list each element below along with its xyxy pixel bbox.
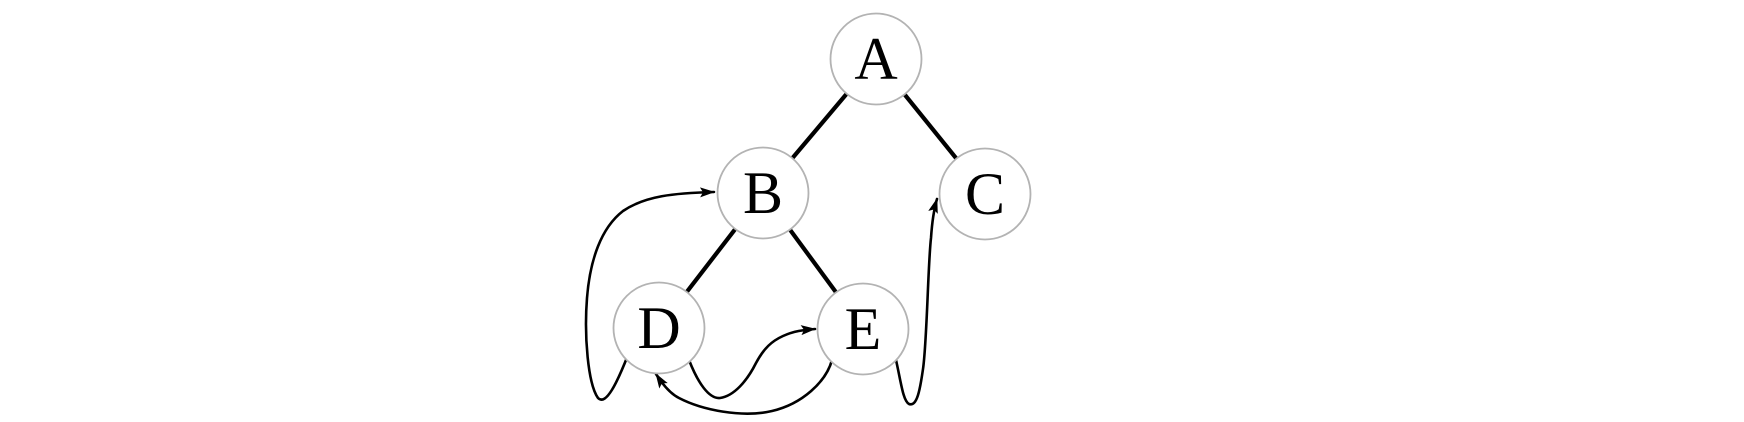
thread-arrow-D-E xyxy=(687,325,817,400)
node-C xyxy=(938,147,1032,241)
thread-arrow-E-C xyxy=(894,197,939,406)
node-B xyxy=(716,146,810,240)
node-label-D: D xyxy=(637,295,680,361)
thread-arrow-E-D xyxy=(654,358,834,415)
node-A xyxy=(829,12,923,106)
node-label-B: B xyxy=(743,160,783,226)
node-E xyxy=(816,282,910,376)
node-label-E: E xyxy=(845,296,882,362)
node-D xyxy=(612,281,706,375)
tree-edges xyxy=(657,57,987,331)
thread-arrow-D-B xyxy=(584,187,716,401)
node-label-A: A xyxy=(854,26,897,92)
node-label-C: C xyxy=(965,161,1005,227)
nodes xyxy=(612,12,1032,376)
thread-arrows xyxy=(584,187,939,415)
node-labels: A B C D E xyxy=(637,26,1005,362)
